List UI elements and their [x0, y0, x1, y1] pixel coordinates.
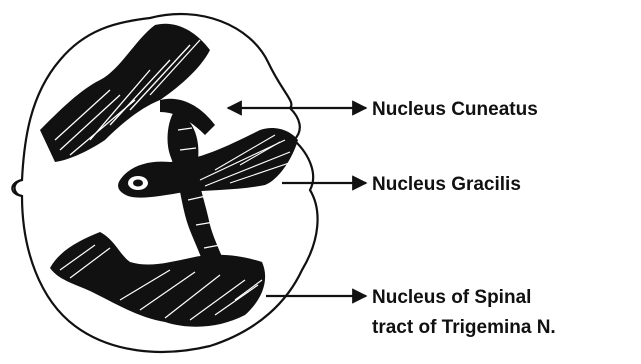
label-nucleus-cuneatus: Nucleus Cuneatus: [372, 99, 538, 120]
lower-hatched-region: [50, 232, 265, 327]
central-fan-region: [118, 128, 298, 198]
label-nucleus-spinal-tract-line2: tract of Trigemina N.: [372, 317, 556, 338]
label-nucleus-gracilis: Nucleus Gracilis: [372, 174, 521, 195]
label-nucleus-spinal-tract-line1: Nucleus of Spinal: [372, 287, 531, 308]
